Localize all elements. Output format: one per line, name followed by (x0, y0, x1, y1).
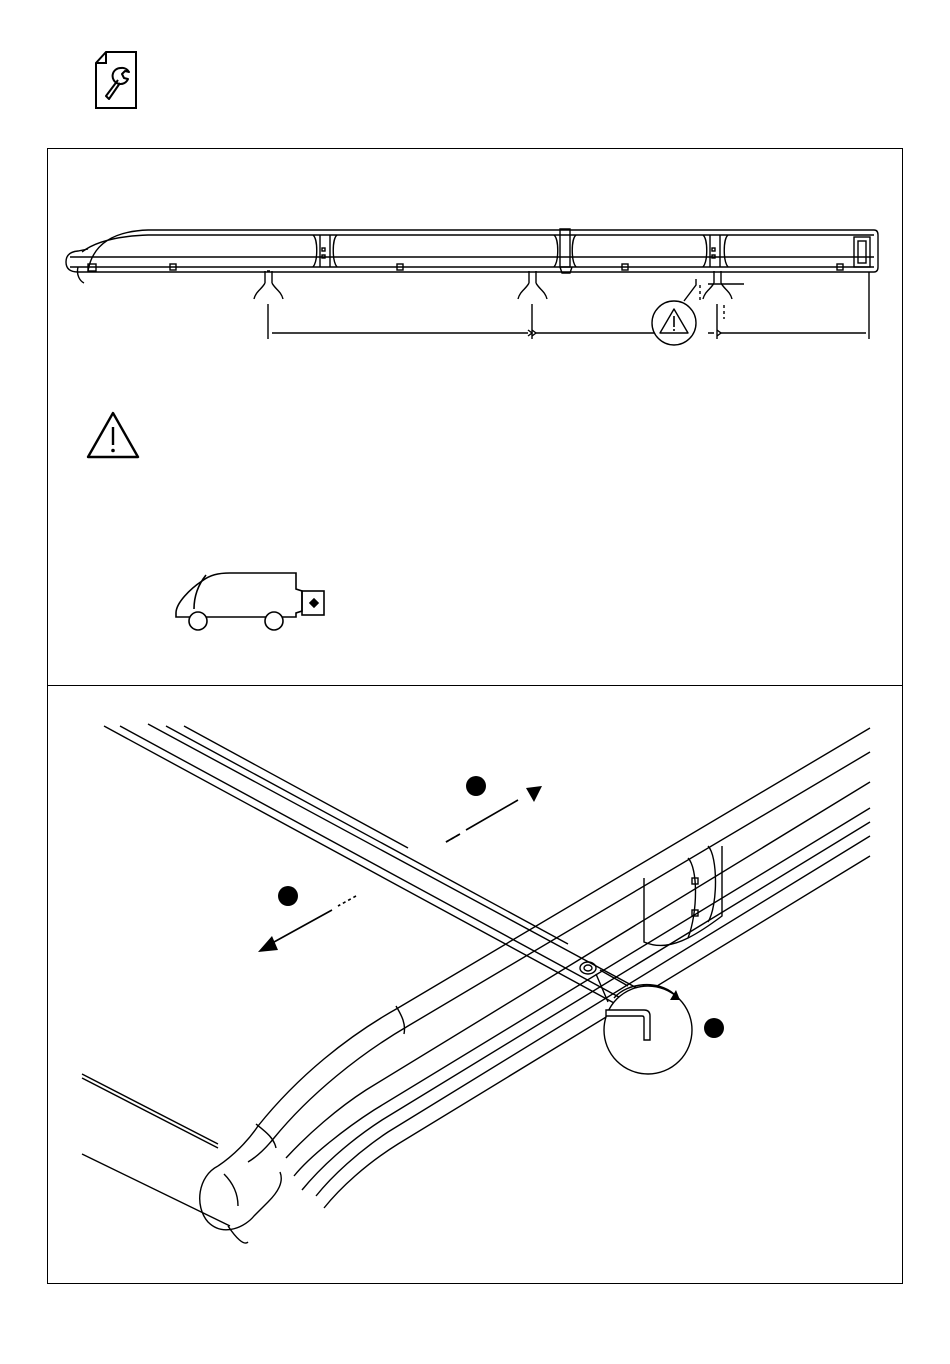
callout-bullet (704, 1018, 724, 1038)
manual-wrench-icon (94, 50, 140, 112)
roof-rail-perspective-view (48, 686, 904, 1284)
callout-bullet (466, 776, 486, 796)
callout-bullet (278, 886, 298, 906)
warning-triangle-icon (84, 409, 142, 463)
step-panel-top (47, 148, 903, 686)
van-icon (170, 565, 330, 633)
warning-circle-icon (652, 301, 696, 345)
arrow-icon (258, 896, 356, 952)
step-panel-bottom (47, 686, 903, 1284)
arrow-icon (446, 786, 542, 842)
